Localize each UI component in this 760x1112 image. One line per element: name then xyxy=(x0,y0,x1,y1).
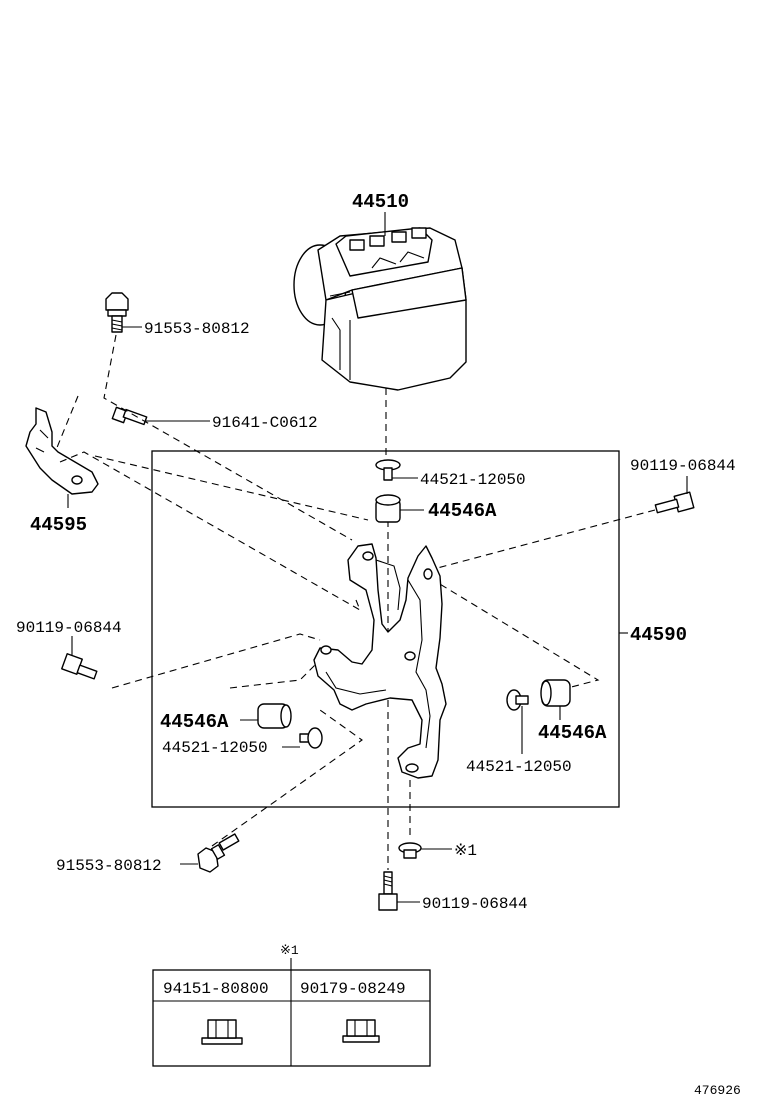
label-bolt-small: 91641-C0612 xyxy=(212,414,318,432)
label-bracket-small: 44595 xyxy=(30,514,87,536)
cushion-left-drawing xyxy=(257,703,292,729)
nut-table-title: ※1 xyxy=(280,943,299,958)
label-bolt-bottom: 90119-06844 xyxy=(422,895,528,913)
cushion-top-drawing xyxy=(375,494,401,523)
hex-nut-drawing xyxy=(342,1019,380,1043)
label-screw-upper: 91553-80812 xyxy=(144,320,250,338)
screw-lower-drawing xyxy=(197,833,240,873)
label-bolt-left: 90119-06844 xyxy=(16,619,122,637)
bracket-main-drawing xyxy=(313,543,447,779)
nut-drawing xyxy=(398,842,422,859)
label-ecu: 44510 xyxy=(352,191,409,213)
label-screw-lower: 91553-80812 xyxy=(56,857,162,875)
label-nut-ref: ※1 xyxy=(454,842,477,860)
label-collar-top: 44521-12050 xyxy=(420,471,526,489)
collar-left-drawing xyxy=(299,727,323,749)
label-cushion-right: 44546A xyxy=(538,722,607,744)
label-cushion-top: 44546A xyxy=(428,500,497,522)
label-cushion-left: 44546A xyxy=(160,711,229,733)
bracket-small-drawing xyxy=(25,407,99,495)
label-collar-right: 44521-12050 xyxy=(466,758,572,776)
figure-number: 476926 xyxy=(694,1083,741,1098)
nut-table-col-1: 94151-80800 xyxy=(163,980,269,998)
bolt-left-drawing xyxy=(61,653,98,680)
bolt-bottom-drawing xyxy=(378,871,398,911)
nut-table: ※1 94151-80800 90179-08249 xyxy=(152,943,431,1067)
collar-right-drawing xyxy=(506,689,529,711)
label-bracket-main: 44590 xyxy=(630,624,687,646)
bolt-small-drawing xyxy=(111,406,148,426)
nut-table-col-2: 90179-08249 xyxy=(300,980,406,998)
label-collar-left: 44521-12050 xyxy=(162,739,268,757)
collar-top-drawing xyxy=(375,459,401,481)
label-bolt-right-top: 90119-06844 xyxy=(630,457,736,475)
bolt-right-top-drawing xyxy=(654,491,695,514)
screw-upper-drawing xyxy=(105,292,129,333)
installation-guide-lines xyxy=(55,334,656,870)
cushion-right-drawing xyxy=(540,679,571,707)
flange-nut-drawing xyxy=(201,1019,243,1045)
abs-actuator-drawing xyxy=(293,227,467,391)
